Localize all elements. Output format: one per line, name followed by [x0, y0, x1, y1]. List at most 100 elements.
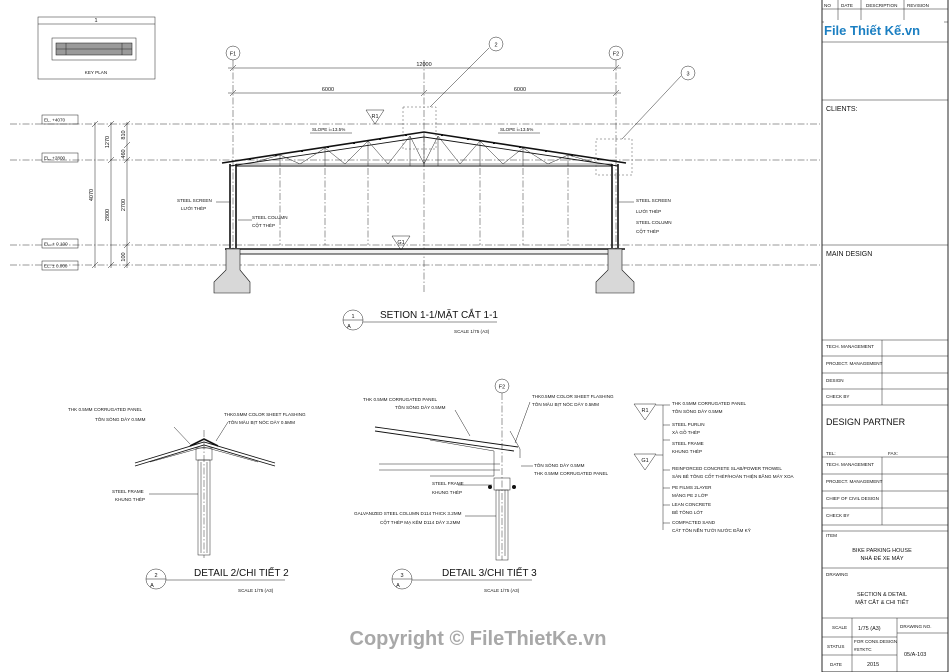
tb-tech-management: TECH. MANAGEMENT — [826, 344, 874, 349]
detail-3: F2 THK 0.5MM CORRUGATED PANEL TÔN SÓNG D… — [354, 378, 614, 593]
grid-f2-label: F2 — [613, 52, 619, 58]
tag-g1: G1 — [397, 240, 404, 246]
dim-100: 100 — [121, 252, 127, 261]
dim-left: 6000 — [322, 87, 334, 93]
detail3-scale: SCALE 1/75 (A3) — [484, 588, 520, 593]
detail2-title: DETAIL 2/CHI TIẾT 2 — [194, 566, 289, 579]
legend-g1-line-2: SÀN BÊ TÔNG CỐT THÉP/HOÀN THIỆN BẰNG MÁY… — [672, 472, 795, 479]
tb-clients: CLIENTS: — [826, 106, 858, 113]
rev-revision: REVISION — [907, 3, 929, 8]
dim-1270: 1270 — [105, 136, 111, 148]
left-label-screen-en: STEEL SCREEN — [177, 198, 212, 203]
tb-scale-value: 1/75 (A3) — [858, 626, 881, 632]
tb-drawing-no-label: DRAWING NO. — [900, 624, 931, 629]
d3-label-flash-en: THK0.5MM COLOR SHEET FLASHING — [532, 394, 614, 399]
legend: R1 THK 0.5MM CORRUGATED PANEL TÔN SÓNG D… — [633, 401, 795, 533]
tb-date-value: 2015 — [867, 662, 879, 668]
level-tag-0100: EL. + 0.100 — [41, 238, 79, 249]
tb-check-by: CHECK BY — [826, 394, 850, 399]
title-block: NO DATE DESCRIPTION REVISION File Thiết … — [821, 0, 949, 672]
d3-label-panel-en: THK 0.5MM CORRUGATED PANEL — [363, 397, 438, 402]
d3-label-panel-vi: TÔN SÓNG DÀY 0.5MM — [395, 404, 446, 410]
d3-label-frame-vi: KHUNG THÉP — [432, 489, 462, 495]
legend-g1-triangle — [633, 453, 657, 471]
callout-box-2 — [402, 106, 437, 150]
tb-design: DESIGN — [826, 378, 844, 383]
svg-text:1: 1 — [351, 314, 354, 320]
section-1-1: F1 F2 12000 6000 6000 EL. +4070 EL. +280… — [10, 36, 820, 334]
tb-fax: FAX: — [888, 451, 898, 456]
d3-label-column-vi: CỘT THÉP MẠ KẼM D114 DÀY 3.2MM — [380, 519, 460, 525]
legend-r1-line-5: STEEL FRAME — [672, 441, 704, 446]
tb-drawing-en: SECTION & DETAIL — [857, 592, 907, 598]
legend-g1-line-3: PE FILMS 2LAYER — [672, 485, 712, 490]
svg-text:R1: R1 — [641, 408, 648, 414]
level-tag-2800: EL. +2800 — [41, 152, 79, 163]
tb-tel: TEL: — [826, 451, 836, 456]
svg-text:EL. ± 0.000: EL. ± 0.000 — [44, 264, 68, 269]
rev-no: NO — [824, 3, 831, 8]
svg-text:G1: G1 — [641, 458, 648, 464]
tag-r1: R1 — [371, 114, 378, 120]
callout-bubble-3 — [680, 65, 696, 81]
svg-text:A: A — [396, 583, 400, 589]
dim-460: 460 — [121, 149, 127, 158]
tb-status-value-1: FOR CONS.DESIGN — [854, 639, 897, 644]
tb-item-label: ITEM — [826, 533, 837, 538]
d3-grid-label: F2 — [499, 385, 505, 391]
svg-text:A: A — [347, 324, 351, 330]
left-label-column-en: STEEL COLUMN — [252, 215, 288, 220]
legend-g1-line-1: REINFORCED CONCRETE SLAB/POWER TROWEL — [672, 466, 782, 471]
dim-4070: 4070 — [89, 189, 95, 201]
d2-label-flash-vi: TÔN MÀU BỊT NÓC DÀY 0.5MM — [228, 419, 295, 425]
tb-status-value-2: #STKTC — [854, 647, 872, 652]
section-title: SETION 1-1/MẶT CẮT 1-1 — [380, 308, 498, 321]
slope-right: SLOPE i=13.5% — [500, 127, 533, 132]
footing-left — [213, 248, 251, 294]
left-label-column-vi: CỘT THÉP — [252, 222, 275, 228]
key-plan: 1 KEY PLAN — [37, 16, 156, 80]
legend-g1-line-5: LEAN CONCRETE — [672, 502, 711, 507]
key-plan-label: KEY PLAN — [85, 70, 107, 75]
legend-r1-line-6: KHUNG THÉP — [672, 448, 702, 454]
dim-right: 6000 — [514, 87, 526, 93]
callout-2-label: 2 — [494, 43, 497, 49]
callout-box-3 — [595, 138, 633, 176]
dim-2800: 2800 — [105, 209, 111, 221]
tb-drawing-vi: MẶT CẮT & CHI TIẾT — [855, 598, 909, 606]
d3-label-flash-vi: TÔN MÀU BỊT NÓC DÀY 0.5MM — [532, 401, 599, 407]
key-plan-number: 1 — [94, 18, 97, 24]
tb-tech-management-2: TECH. MANAGEMENT — [826, 462, 874, 467]
tb-design-partner: DESIGN PARTNER — [826, 417, 906, 427]
right-label-column-vi: CỘT THÉP — [636, 228, 659, 234]
rev-date: DATE — [841, 3, 853, 8]
d2-label-frame-vi: KHUNG THÉP — [115, 496, 145, 502]
tb-drawing-label: DRAWING — [826, 572, 848, 577]
right-label-screen-vi: LƯỚI THÉP — [636, 208, 661, 214]
dim-total: 12000 — [416, 62, 431, 68]
right-label-column-en: STEEL COLUMN — [636, 220, 672, 225]
legend-g1-line-7: COMPACTED SAND — [672, 520, 716, 525]
d3-label-panel2-vi: TÔN SÓNG DÀY 0.5MM — [534, 462, 585, 468]
dim-2700: 2700 — [121, 199, 127, 211]
svg-text:2: 2 — [154, 573, 157, 579]
slope-left: SLOPE i=13.5% — [312, 127, 345, 132]
d3-label-column-en: GALVANIZED STEEL COLUMN D114 THICK 3.2MM — [354, 511, 462, 516]
d3-label-frame-en: STEEL FRAME — [432, 481, 464, 486]
legend-r1-triangle — [633, 403, 657, 421]
d2-label-flash-en: THK0.5MM COLOR SHEET FLASHING — [224, 412, 306, 417]
d2-label-panel-vi: TÔN SÓNG DÀY 0.5MM — [95, 416, 146, 422]
legend-g1-line-8: CÁT TÔN NỀN TƯỚI NƯỚC ĐẦM KỸ — [672, 527, 751, 533]
d2-label-frame-en: STEEL FRAME — [112, 489, 144, 494]
d2-label-panel-en: THK 0.5MM CORRUGATED PANEL — [68, 407, 143, 412]
d3-label-panel2-en: THK 0.5MM CORRUGATED PANEL — [534, 471, 609, 476]
section-scale: SCALE 1/75 (A3) — [454, 329, 490, 334]
svg-text:EL. +4070: EL. +4070 — [44, 118, 66, 123]
level-tag-0000: EL. ± 0.000 — [41, 260, 79, 271]
tb-project-management-2: PROJECT. MANAGEMENT — [826, 479, 883, 484]
legend-r1-line-2: TÔN SÓNG DÀY 0.5MM — [672, 408, 723, 414]
tb-status-label: STATUS — [827, 644, 844, 649]
dim-810: 810 — [121, 130, 127, 139]
tb-item-en: BIKE PARKING HOUSE — [852, 548, 912, 554]
